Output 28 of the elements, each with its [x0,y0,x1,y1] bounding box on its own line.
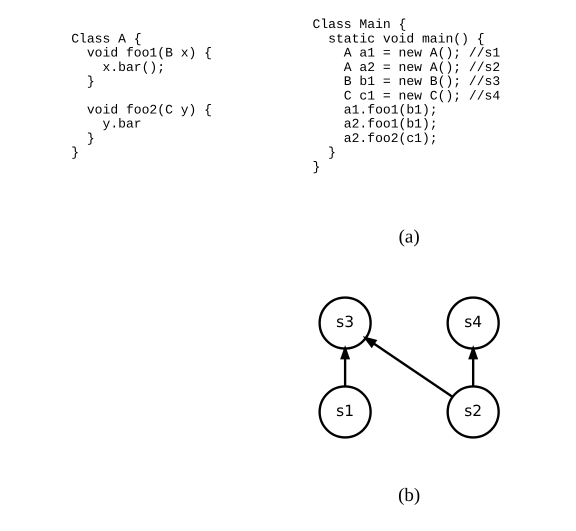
label: C c1 = new C(); //s4 [343,88,500,104]
label: (a) [398,226,420,248]
label: A a1 = new A(); //s1 [343,46,500,61]
label: Class Main { [312,17,406,32]
label: a2.foo1(b1); [343,116,438,132]
node-circle: s3 [318,296,372,350]
label: y.bar [102,116,142,132]
label: A a2 = new A(); //s2 [343,60,500,75]
label: x.bar(); [102,60,165,75]
arrow [468,345,478,386]
label: } [86,130,94,146]
node-circle: s2 [446,385,500,439]
node-circle: s1 [318,385,372,439]
label: } [86,74,94,90]
label: (b) [398,485,420,506]
label: a2.foo2(c1); [343,130,438,146]
label: } [70,145,79,160]
label: static void main() { [328,31,484,46]
label: void foo1(B x) { [86,46,212,61]
label: a1.foo1(b1); [343,102,438,118]
label: B b1 = new B(); //s3 [343,74,500,90]
node-circle: s4 [446,296,500,350]
label: Class A { [70,31,142,46]
label: void foo2(C y) { [86,102,212,118]
arrow [362,336,452,398]
arrow [340,345,350,386]
label: } [312,159,320,174]
label: } [328,145,336,160]
